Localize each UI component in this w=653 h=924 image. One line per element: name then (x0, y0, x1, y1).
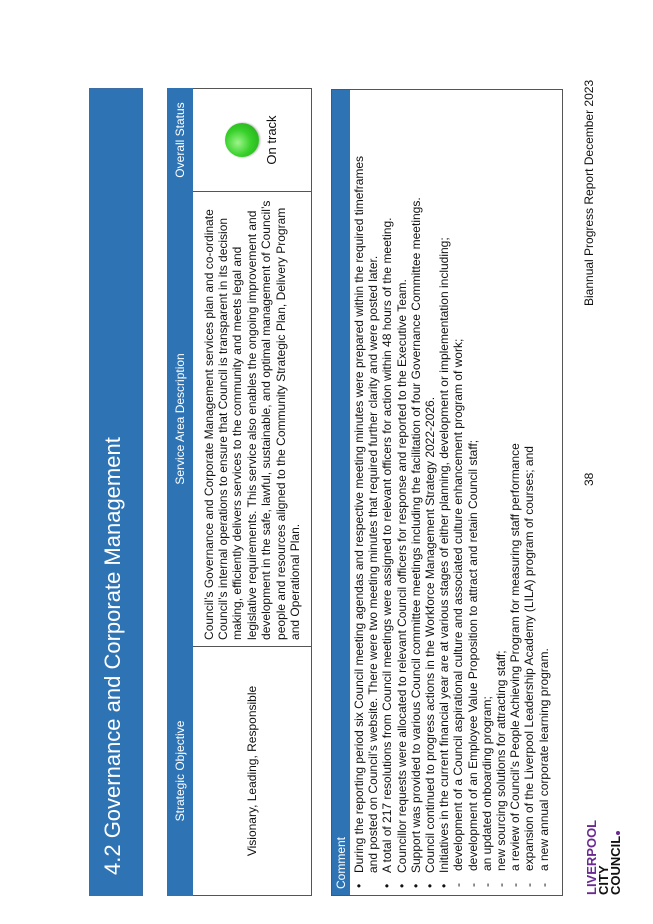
list-item: Council continued to progress actions in… (423, 90, 437, 895)
comment-section: Comment During the reporting period six … (331, 89, 563, 896)
list-item: a review of Council’s People Achieving P… (508, 90, 522, 895)
list-item: During the reporting period six Council … (352, 90, 366, 895)
list-item: new sourcing solutions for attracting st… (494, 90, 508, 895)
strategic-objective-cell: Visionary, Leading, Responsible (192, 646, 312, 896)
description-line: and Operational Plan. (288, 523, 303, 640)
list-item: expansion of the Liverpool Leadership Ac… (522, 90, 536, 895)
list-item: and posted on Council’s website. There w… (366, 255, 381, 873)
list-item: a new annual corporate learning program. (537, 90, 551, 895)
description-line: legislative requirements. This service a… (244, 210, 259, 640)
status-indicator-icon (224, 123, 259, 157)
comment-header: Comment (332, 90, 350, 895)
status-text: On track (263, 115, 279, 165)
section-banner: 4.2 Governance and Corporate Management (89, 88, 143, 896)
header-overall-status: Overall Status (167, 88, 193, 192)
service-area-description-cell: Council’s Governance and Corporate Manag… (192, 191, 312, 647)
service-area-table: Strategic Objective Service Area Descrip… (167, 88, 312, 896)
council-logo: LIVERPOOL CITY COUNCIL (584, 820, 623, 895)
list-item: development of an Employee Value Proposi… (466, 90, 480, 895)
logo-line-council: COUNCIL (608, 825, 623, 895)
header-strategic-objective: Strategic Objective (167, 646, 193, 896)
page-number: 38 (582, 472, 596, 486)
table-row: Visionary, Leading, Responsible Council’… (192, 88, 312, 896)
description-line: Council’s internal operations to ensure … (215, 217, 230, 640)
list-item: development of a Council aspirational cu… (451, 90, 465, 895)
overall-status-cell: On track (192, 88, 312, 192)
comment-list: During the reporting period six Council … (350, 90, 551, 895)
list-item: an updated onboarding program; (480, 90, 494, 895)
description-line: making, efficiently delivers services to… (230, 246, 245, 640)
logo-council-text: COUNCIL (608, 835, 623, 895)
report-title: Biannual Progress Report December 2023 (582, 79, 596, 306)
section-title: 4.2 Governance and Corporate Management (100, 437, 125, 875)
table-header-row: Strategic Objective Service Area Descrip… (167, 88, 193, 896)
logo-dot-icon (616, 830, 620, 835)
description-line: development in the safe, lawful, sustain… (259, 200, 274, 640)
description-line: Council’s Governance and Corporate Manag… (201, 209, 216, 640)
header-service-area-description: Service Area Description (167, 191, 193, 647)
list-item: Councillor requests were allocated to re… (395, 90, 409, 895)
description-line: people and resources aligned to the Comm… (273, 207, 288, 640)
list-item: Initiatives in the current financial yea… (437, 90, 451, 895)
list-item: Support was provided to various Council … (409, 90, 423, 895)
list-item: A total of 217 resolutions from Council … (380, 90, 394, 895)
